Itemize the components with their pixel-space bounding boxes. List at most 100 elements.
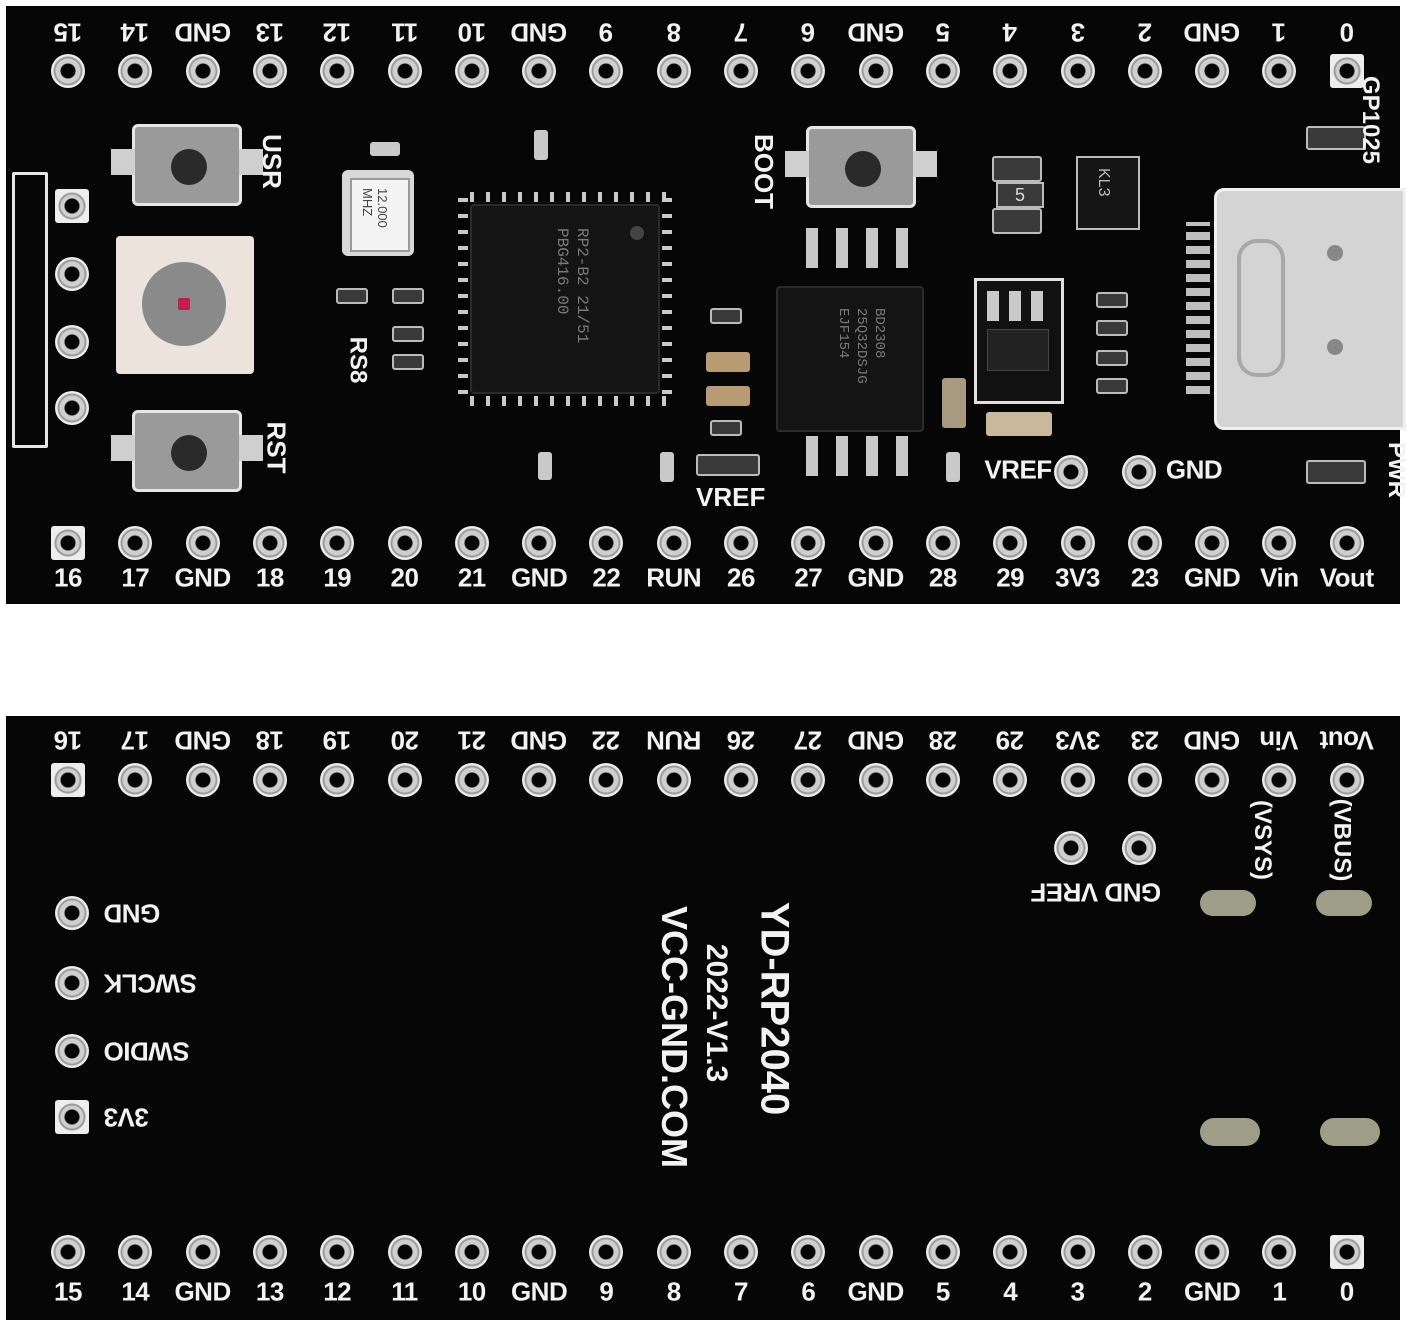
rst-button[interactable] xyxy=(111,410,263,492)
header-pin[interactable] xyxy=(252,1235,287,1269)
header-pin[interactable] xyxy=(724,1235,758,1269)
rst-label: RST xyxy=(261,421,292,474)
header-pin[interactable] xyxy=(589,1235,624,1269)
pin-label: 11 xyxy=(391,1276,418,1307)
header-pin[interactable] xyxy=(791,526,826,560)
header-pin[interactable] xyxy=(1127,1235,1162,1269)
header-pin[interactable] xyxy=(993,54,1028,88)
header-pin[interactable] xyxy=(791,763,826,797)
gnd-pad[interactable] xyxy=(1122,831,1156,865)
header-pin[interactable] xyxy=(1127,763,1162,797)
header-pin[interactable] xyxy=(51,763,85,797)
header-pin[interactable] xyxy=(118,526,153,560)
usb-c-connector[interactable] xyxy=(1214,188,1406,430)
header-pin[interactable] xyxy=(185,526,220,560)
header-pin[interactable] xyxy=(1329,763,1364,797)
header-pin[interactable] xyxy=(51,54,85,88)
header-pin[interactable] xyxy=(320,526,355,560)
header-pin[interactable] xyxy=(1262,763,1297,797)
header-pin[interactable] xyxy=(1329,1235,1364,1269)
vref-pad[interactable] xyxy=(1054,455,1088,489)
header-pin[interactable] xyxy=(454,54,489,88)
header-pin[interactable] xyxy=(993,526,1028,560)
header-pin[interactable] xyxy=(118,1235,153,1269)
gnd-pad[interactable] xyxy=(1122,455,1156,489)
header-pin[interactable] xyxy=(993,1235,1028,1269)
header-pin[interactable] xyxy=(1329,526,1364,560)
header-pin[interactable] xyxy=(791,1235,826,1269)
usr-button[interactable] xyxy=(111,124,263,206)
header-pin[interactable] xyxy=(858,54,893,88)
swd-pin[interactable] xyxy=(55,189,89,223)
header-pin[interactable] xyxy=(858,526,893,560)
header-pin[interactable] xyxy=(454,1235,489,1269)
header-pin[interactable] xyxy=(925,763,960,797)
header-pin[interactable] xyxy=(320,1235,355,1269)
header-pin[interactable] xyxy=(51,526,85,560)
header-pin[interactable] xyxy=(1060,526,1095,560)
header-pin[interactable] xyxy=(1127,526,1162,560)
header-pin[interactable] xyxy=(724,763,758,797)
header-pin[interactable] xyxy=(252,54,287,88)
header-pin[interactable] xyxy=(858,763,893,797)
header-pin[interactable] xyxy=(387,1235,422,1269)
swd-pin[interactable] xyxy=(55,391,89,425)
header-pin[interactable] xyxy=(320,763,355,797)
header-pin[interactable] xyxy=(589,526,624,560)
header-pin[interactable] xyxy=(1060,763,1095,797)
swd-swclk-pad[interactable] xyxy=(55,966,89,1000)
swd-gnd-pad[interactable] xyxy=(55,896,89,930)
header-pin[interactable] xyxy=(1060,1235,1095,1269)
header-pin[interactable] xyxy=(1329,54,1364,88)
header-pin[interactable] xyxy=(522,54,557,88)
header-pin[interactable] xyxy=(656,763,691,797)
pin-label: 5 xyxy=(935,17,950,48)
header-pin[interactable] xyxy=(1127,54,1162,88)
header-pin[interactable] xyxy=(1060,54,1095,88)
header-pin[interactable] xyxy=(185,763,220,797)
header-pin[interactable] xyxy=(118,763,153,797)
header-pin[interactable] xyxy=(387,526,422,560)
header-pin[interactable] xyxy=(252,763,287,797)
header-pin[interactable] xyxy=(185,54,220,88)
header-pin[interactable] xyxy=(1262,526,1297,560)
header-pin[interactable] xyxy=(1195,54,1230,88)
header-pin[interactable] xyxy=(656,54,691,88)
header-pin[interactable] xyxy=(589,54,624,88)
vref-jumper xyxy=(696,454,760,476)
header-pin[interactable] xyxy=(51,1235,85,1269)
header-pin[interactable] xyxy=(1195,526,1230,560)
header-pin[interactable] xyxy=(858,1235,893,1269)
header-pin[interactable] xyxy=(387,54,422,88)
header-pin[interactable] xyxy=(252,526,287,560)
header-pin[interactable] xyxy=(589,763,624,797)
boot-button[interactable] xyxy=(785,126,937,208)
vref-pad[interactable] xyxy=(1054,831,1088,865)
header-pin[interactable] xyxy=(1195,763,1230,797)
header-pin[interactable] xyxy=(925,54,960,88)
swd-pin[interactable] xyxy=(55,325,89,359)
header-pin[interactable] xyxy=(454,526,489,560)
header-pin[interactable] xyxy=(656,1235,691,1269)
header-pin[interactable] xyxy=(185,1235,220,1269)
header-pin[interactable] xyxy=(1262,1235,1297,1269)
header-pin[interactable] xyxy=(925,526,960,560)
header-pin[interactable] xyxy=(118,54,153,88)
header-pin[interactable] xyxy=(724,54,758,88)
header-pin[interactable] xyxy=(387,763,422,797)
swd-swdio-pad[interactable] xyxy=(55,1034,89,1068)
header-pin[interactable] xyxy=(724,526,758,560)
header-pin[interactable] xyxy=(1262,54,1297,88)
header-pin[interactable] xyxy=(522,526,557,560)
header-pin[interactable] xyxy=(791,54,826,88)
header-pin[interactable] xyxy=(993,763,1028,797)
swd-pin[interactable] xyxy=(55,257,89,291)
header-pin[interactable] xyxy=(1195,1235,1230,1269)
header-pin[interactable] xyxy=(925,1235,960,1269)
header-pin[interactable] xyxy=(656,526,691,560)
header-pin[interactable] xyxy=(522,763,557,797)
header-pin[interactable] xyxy=(522,1235,557,1269)
header-pin[interactable] xyxy=(320,54,355,88)
swd-3v3-pad[interactable] xyxy=(55,1100,89,1134)
header-pin[interactable] xyxy=(454,763,489,797)
